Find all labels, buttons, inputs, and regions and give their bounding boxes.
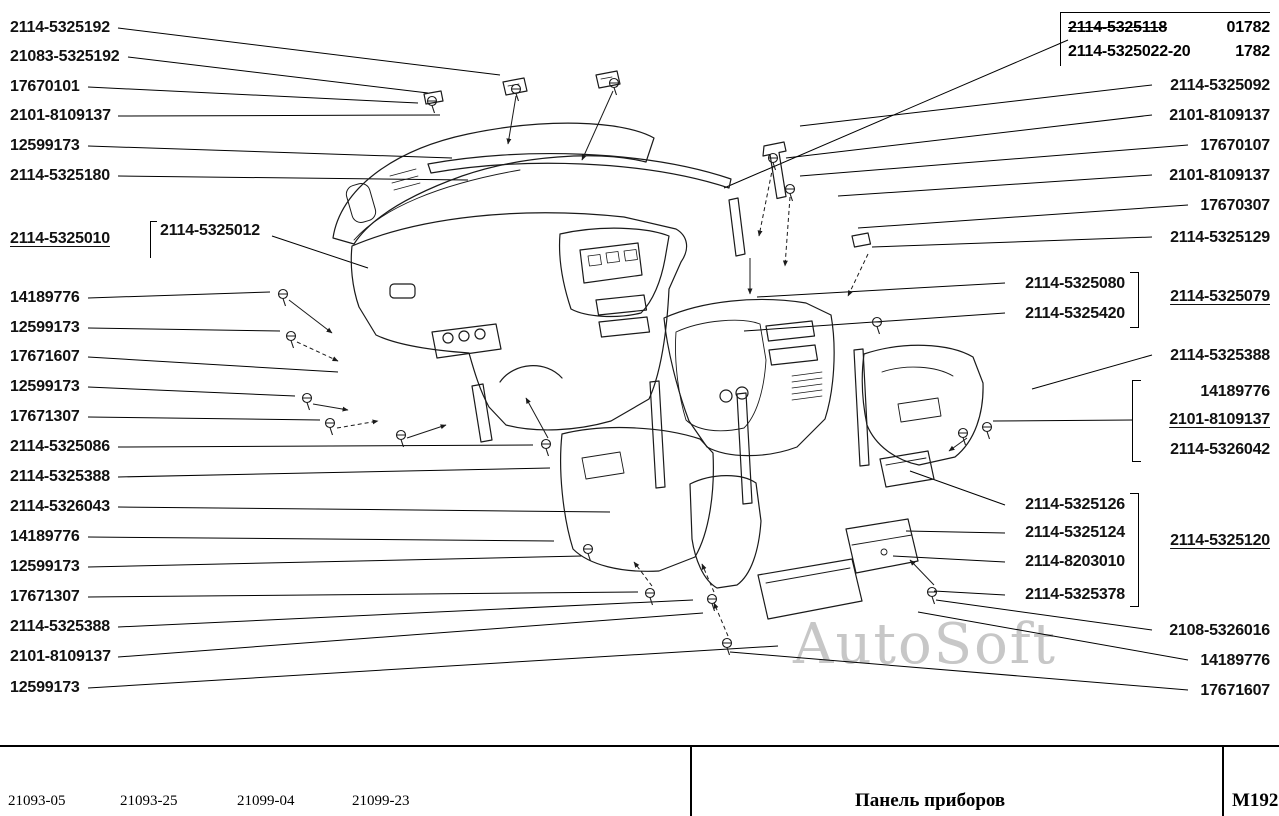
screw-icons (277, 77, 993, 656)
part-number-label: 14189776 (10, 528, 80, 545)
part-number-label: 2114-5325180 (10, 167, 110, 184)
part-number-label: 2114-5325388 (10, 618, 110, 635)
autosoft-watermark: AutoSoft (793, 612, 1058, 677)
part-number-label: 2114-5325080 (1025, 275, 1125, 292)
sheet-number: М192 (1232, 790, 1279, 811)
part-number-label: 2114-5325022-20 (1068, 43, 1191, 60)
dashboard-art (332, 70, 984, 620)
part-number-label: 2101-8109137 (10, 107, 111, 124)
part-number-label: 17671607 (1200, 682, 1270, 699)
model-code: 21093-25 (120, 793, 178, 809)
part-number-label: 2114-5325378 (1025, 586, 1125, 603)
part-number-label-underlined: 2101-8109137 (1169, 411, 1270, 428)
part-number-label: 17670107 (1200, 137, 1270, 154)
footer-divider (1222, 745, 1224, 816)
part-number-label: 17670307 (1200, 197, 1270, 214)
part-number-label-underlined: 2114-5325079 (1170, 288, 1270, 305)
part-number-label: 12599173 (10, 558, 80, 575)
model-code: 21099-23 (352, 793, 410, 809)
part-number-label: 14189776 (1200, 652, 1270, 669)
part-number-label: 2114-5326042 (1170, 441, 1270, 458)
footer-divider (690, 745, 692, 816)
part-number-label: 2101-8109137 (1169, 167, 1270, 184)
part-number-label: 17671607 (10, 348, 80, 365)
part-number-label: 2114-5325420 (1025, 305, 1125, 322)
part-number-label: 2114-5326043 (10, 498, 110, 515)
supersession-code: 1782 (1235, 43, 1270, 60)
part-number-label-underlined: 2114-5325120 (1170, 532, 1270, 549)
part-number-label: 2114-5325124 (1025, 524, 1125, 541)
exploded-view-drawing (87, 27, 1189, 691)
part-number-label: 21083-5325192 (10, 48, 120, 65)
group-bracket (150, 221, 157, 258)
part-number-label: 12599173 (10, 378, 80, 395)
leader-lines (87, 27, 1189, 691)
part-number-label: 2114-5325388 (10, 468, 110, 485)
part-number-label-superseded: 2114-5325118 (1068, 19, 1168, 36)
supersession-code: 01782 (1226, 19, 1271, 36)
part-number-label: 17671307 (10, 588, 80, 605)
part-number-label: 12599173 (10, 319, 80, 336)
part-number-label: 2108-5326016 (1169, 622, 1270, 639)
part-number-label: 2114-5325012 (160, 222, 260, 239)
group-bracket (1130, 493, 1139, 607)
part-number-label: 12599173 (10, 137, 80, 154)
group-bracket (1132, 380, 1141, 462)
part-number-label-underlined: 2114-5325010 (10, 230, 110, 247)
part-number-label: 14189776 (1200, 383, 1270, 400)
sheet-title: Панель приборов (855, 790, 1006, 811)
part-number-label: 17670101 (10, 78, 80, 95)
model-code: 21099-04 (237, 793, 295, 809)
part-number-label: 2114-5325192 (10, 19, 110, 36)
assembly-arrows (288, 90, 968, 637)
part-number-label: 14189776 (10, 289, 80, 306)
part-number-label: 2114-5325129 (1170, 229, 1270, 246)
part-number-label: 2101-8109137 (10, 648, 111, 665)
model-code: 21093-05 (8, 793, 66, 809)
part-number-label: 2114-8203010 (1025, 553, 1125, 570)
part-number-label: 2114-5325388 (1170, 347, 1270, 364)
superseded-part-group: 2114-5325118 01782 2114-5325022-20 1782 (1060, 12, 1270, 66)
part-number-label: 2114-5325126 (1025, 496, 1125, 513)
part-number-label: 12599173 (10, 679, 80, 696)
part-number-label: 17671307 (10, 408, 80, 425)
part-number-label: 2114-5325086 (10, 438, 110, 455)
footer-rule (0, 745, 1279, 747)
part-number-label: 2101-8109137 (1169, 107, 1270, 124)
part-number-label: 2114-5325092 (1170, 77, 1270, 94)
group-bracket (1130, 272, 1139, 328)
